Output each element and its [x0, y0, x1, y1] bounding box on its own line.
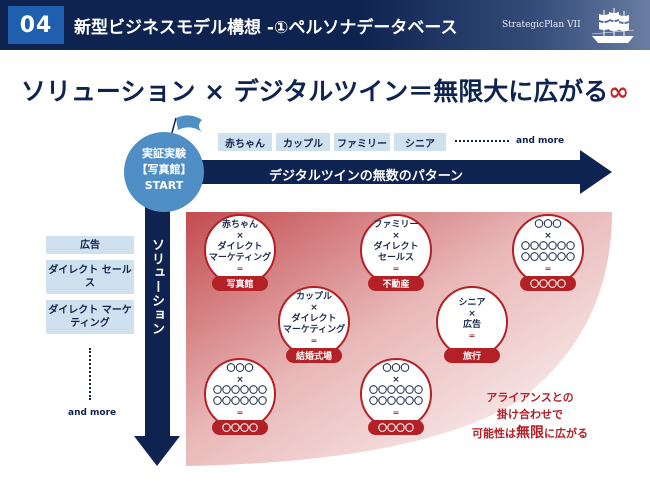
horizontal-arrow-label: デジタルツインの無数のパターン [268, 169, 464, 184]
bubble-tag: 結婚式場 [286, 348, 342, 363]
bubble-tag: 写真館 [212, 276, 268, 291]
possibility-area [186, 212, 612, 466]
segment-and-more: and more [516, 136, 565, 146]
segment-family: ファミリー [334, 133, 390, 151]
header-title: 新型ビジネスモデル構想 -①ペルソナデータベース [74, 18, 458, 38]
segment-dots [455, 140, 509, 142]
vertical-arrow-label: ソリューション [149, 238, 164, 336]
conclusion-text: アライアンスとの 掛け合わせで 可能性は無限に広がる [450, 390, 610, 444]
bubble-tag: 〇〇〇〇 [520, 276, 576, 291]
infinity-symbol: ∞ [608, 77, 630, 106]
start-line-3: START [144, 178, 184, 192]
horizontal-arrow [160, 150, 612, 194]
brand-text: StrategicPlan VII [502, 20, 581, 30]
start-label: 実証実験 【写真館】 START [128, 146, 200, 194]
bubble-tag: 不動産 [368, 276, 424, 291]
start-line-2: 【写真館】 [136, 162, 192, 176]
main-title: ソリューション × デジタルツイン＝無限大に広がる∞ [0, 72, 650, 108]
start-line-1: 実証実験 [142, 147, 186, 160]
start-circle [124, 132, 204, 212]
conclusion-line-1: アライアンスとの [486, 391, 574, 404]
solution-direct-sales: ダイレクト セールス [46, 260, 134, 294]
solution-ad: 広告 [46, 236, 134, 254]
conclusion-line-3: 可能性は無限に広がる [472, 425, 588, 441]
segment-baby: 赤ちゃん [218, 133, 272, 151]
solution-and-more: and more [68, 408, 117, 418]
main-title-text: ソリューション × デジタルツイン＝無限大に広がる [20, 77, 609, 106]
sailing-ship-logo [591, 8, 635, 43]
bubble-tag: 〇〇〇〇 [368, 420, 424, 435]
conclusion-line-2: 掛け合わせで [497, 407, 563, 421]
flag [176, 115, 202, 132]
bubble-tag: 旅行 [444, 348, 500, 363]
conclusion-emphasis: 無限 [516, 425, 544, 441]
section-number: 04 [8, 6, 64, 44]
bubble-tag: 〇〇〇〇 [212, 420, 268, 435]
segment-senior: シニア [394, 133, 446, 151]
solution-dots [89, 348, 91, 400]
vertical-arrow [134, 176, 180, 466]
solution-direct-marketing: ダイレクト マーケティング [46, 300, 134, 334]
segment-couple: カップル [276, 133, 330, 151]
